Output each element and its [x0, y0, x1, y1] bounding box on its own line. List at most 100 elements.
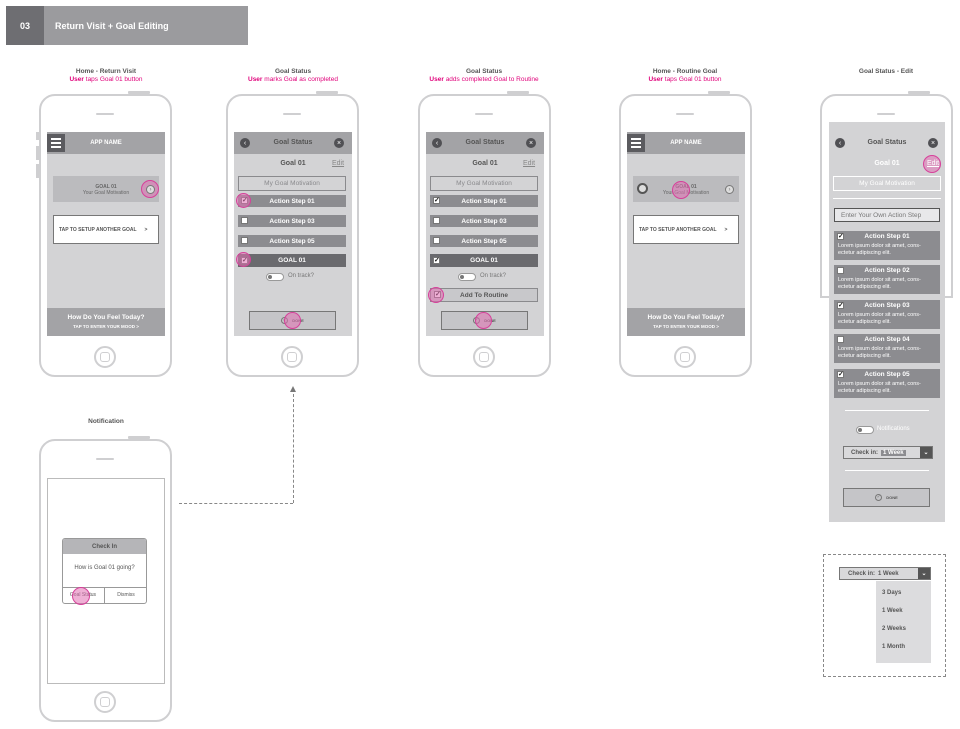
- checkbox-icon[interactable]: ✓: [837, 371, 844, 378]
- checkbox-icon[interactable]: ✓: [837, 233, 844, 240]
- action-step-row[interactable]: Action Step 05: [430, 235, 538, 247]
- checkbox-icon[interactable]: [433, 237, 440, 244]
- dropdown-option[interactable]: 1 Week: [882, 608, 903, 614]
- goal-status-screen: [426, 132, 544, 336]
- feel-title: How Do You Feel Today?: [67, 314, 145, 321]
- divider: [104, 587, 105, 604]
- goal-title: GOAL 01: [95, 184, 117, 190]
- step-description: Lorem ipsum dolor sit amet, cons-ectetur…: [834, 380, 940, 398]
- screen-title: Goal Status: [867, 139, 907, 146]
- checkbox-icon[interactable]: ✓: [433, 257, 440, 264]
- setup-another-goal-button[interactable]: TAP TO SETUP ANOTHER GOAL>: [53, 215, 159, 244]
- check-in-select-open[interactable]: Check in: 1 Week ⌄: [839, 567, 931, 580]
- close-icon[interactable]: ×: [334, 138, 344, 148]
- goal-complete-row[interactable]: GOAL 01: [238, 254, 346, 267]
- hamburger-menu-icon[interactable]: [47, 134, 65, 152]
- checkbox-icon[interactable]: ✓: [837, 302, 844, 309]
- action-step-row[interactable]: Action Step 01: [238, 195, 346, 207]
- home-button[interactable]: [674, 346, 696, 368]
- action-step-row[interactable]: Action Step 03: [834, 300, 940, 311]
- action-step-row[interactable]: Action Step 03: [430, 215, 538, 227]
- screen-title: Goal Status: [465, 139, 505, 146]
- action-step-row[interactable]: Action Step 03: [238, 215, 346, 227]
- back-icon[interactable]: ‹: [240, 138, 250, 148]
- checkbox-icon[interactable]: [241, 237, 248, 244]
- chevron-down-icon: ⌄: [918, 568, 930, 579]
- divider: [845, 470, 929, 471]
- dropdown-option[interactable]: 1 Month: [882, 644, 905, 650]
- dropdown-option[interactable]: 3 Days: [882, 590, 902, 596]
- action-step-row[interactable]: Action Step 01: [834, 231, 940, 242]
- hamburger-menu-icon[interactable]: [627, 134, 645, 152]
- add-to-routine-button[interactable]: Add To Routine: [430, 288, 538, 302]
- chevron-right-icon: ›: [146, 185, 155, 194]
- feel-subtitle: TAP TO ENTER YOUR MOOD >: [73, 324, 139, 329]
- goal-name: Goal 01: [472, 160, 498, 167]
- dropdown-options: [876, 581, 931, 663]
- caption-home-routine: Home - Routine Goal User taps Goal 01 bu…: [648, 68, 722, 83]
- on-track-toggle[interactable]: [266, 273, 284, 281]
- tap-highlight: [72, 587, 90, 605]
- phone-top-button: [507, 91, 529, 94]
- back-icon[interactable]: ‹: [835, 138, 845, 148]
- home-button[interactable]: [94, 346, 116, 368]
- new-action-step-input[interactable]: Enter Your Own Action Step: [834, 208, 940, 222]
- on-track-toggle[interactable]: [458, 273, 476, 281]
- done-button[interactable]: ✓DONE: [843, 488, 930, 507]
- home-button[interactable]: [473, 346, 495, 368]
- checkbox-icon[interactable]: [241, 217, 248, 224]
- tap-highlight: [923, 155, 941, 173]
- phone-speaker: [96, 113, 114, 115]
- action-step-row[interactable]: Action Step 05: [238, 235, 346, 247]
- phone-speaker: [283, 113, 301, 115]
- notifications-toggle[interactable]: [856, 426, 874, 434]
- action-step-row[interactable]: Action Step 04: [834, 334, 940, 345]
- feel-title: How Do You Feel Today?: [647, 314, 725, 321]
- tap-highlight: [428, 287, 444, 303]
- phone-speaker: [877, 113, 895, 115]
- edit-link[interactable]: Edit: [927, 160, 940, 167]
- phone-speaker: [475, 113, 493, 115]
- setup-another-goal-button[interactable]: TAP TO SETUP ANOTHER GOAL>: [633, 215, 739, 244]
- step-description: Lorem ipsum dolor sit amet, cons-ectetur…: [834, 242, 940, 260]
- mood-footer[interactable]: [627, 308, 745, 336]
- app-header: APP NAME: [47, 132, 165, 154]
- dropdown-option[interactable]: 2 Weeks: [882, 626, 906, 632]
- caption-notification: Notification: [88, 418, 124, 425]
- caption-goal-edit: Goal Status - Edit: [858, 68, 914, 75]
- motivation-field[interactable]: My Goal Motivation: [833, 176, 941, 191]
- checkbox-icon[interactable]: [433, 217, 440, 224]
- checkbox-icon[interactable]: ✓: [433, 197, 440, 204]
- checkbox-icon[interactable]: [837, 336, 844, 343]
- edit-link[interactable]: Edit: [523, 160, 536, 167]
- back-icon[interactable]: ‹: [432, 138, 442, 148]
- close-icon[interactable]: ×: [928, 138, 938, 148]
- action-step-row[interactable]: Action Step 01: [430, 195, 538, 207]
- home-button[interactable]: [94, 691, 116, 713]
- action-step-row[interactable]: Action Step 02: [834, 265, 940, 276]
- close-icon[interactable]: ×: [526, 138, 536, 148]
- app-name: APP NAME: [90, 140, 122, 146]
- home-button[interactable]: [281, 346, 303, 368]
- dismiss-action[interactable]: Dismiss: [117, 592, 135, 598]
- dialog-title: Check In: [63, 539, 146, 554]
- mood-footer[interactable]: [47, 308, 165, 336]
- goal-name: Goal 01: [874, 160, 900, 167]
- motivation-field[interactable]: My Goal Motivation: [430, 176, 538, 191]
- action-step-row[interactable]: Action Step 05: [834, 369, 940, 380]
- phone-top-button: [316, 91, 338, 94]
- caption-goal-status-1: Goal Status User marks Goal as completed: [248, 68, 338, 83]
- phone-side-button: [36, 132, 40, 140]
- phone-speaker: [676, 113, 694, 115]
- edit-link[interactable]: Edit: [332, 160, 345, 167]
- goal-complete-row[interactable]: GOAL 01: [430, 254, 538, 267]
- chevron-right-icon: ›: [725, 185, 734, 194]
- tap-highlight: [475, 312, 492, 329]
- checkbox-icon[interactable]: [837, 267, 844, 274]
- on-track-label: On track?: [288, 273, 315, 279]
- motivation-field[interactable]: My Goal Motivation: [238, 176, 346, 191]
- check-in-select[interactable]: Check in: 1 Week ⌄: [843, 446, 933, 459]
- step-description: Lorem ipsum dolor sit amet, cons-ectetur…: [834, 345, 940, 363]
- goal-status-header: [234, 132, 352, 154]
- phone-speaker: [96, 458, 114, 460]
